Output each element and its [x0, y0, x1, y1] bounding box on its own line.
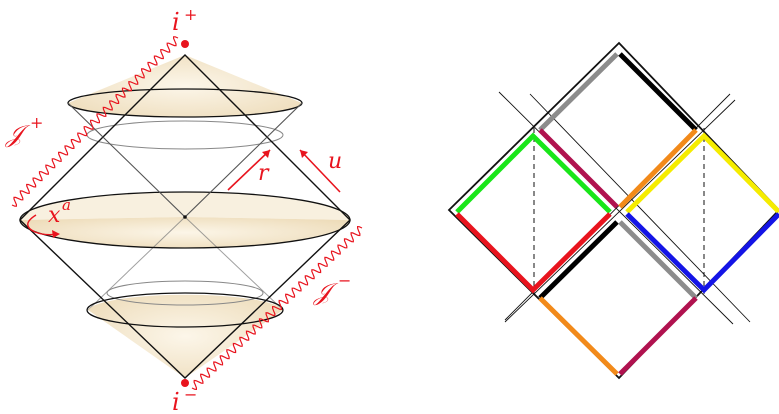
bottom-inner-ellipse: [106, 280, 264, 306]
r-label: r: [258, 161, 270, 186]
bottom-ellipse: [86, 292, 284, 328]
segment-maroon-bottom: [618, 296, 698, 376]
segment-gray-top: [538, 52, 619, 132]
xa-curve-arrow: [27, 214, 59, 236]
u-label: u: [328, 149, 342, 174]
segment-black-top: [618, 52, 698, 132]
x-label: x: [48, 203, 61, 228]
penrose-diamond-outline: [18, 54, 352, 379]
segment-blue-right: [625, 212, 779, 294]
segment-yellow-right: [625, 132, 779, 214]
r-arrow: [227, 149, 271, 191]
scri-plus-sup: +: [30, 113, 43, 132]
scri-minus-sup: −: [338, 271, 351, 290]
u-arrow: [299, 149, 341, 193]
segment-black-bottom: [538, 220, 619, 300]
upper-cone: [68, 55, 302, 117]
outer-diamond: [447, 41, 779, 380]
i-minus-sup: −: [184, 385, 197, 404]
scri-plus-label: 𝒥: [5, 120, 31, 148]
penrose-diagram: [447, 41, 779, 380]
scri-minus-wave: [191, 225, 363, 391]
light-cone-diagram: i + i − 𝒥 + 𝒥 − r u x a: [5, 5, 363, 414]
i-minus-label: i: [172, 388, 180, 414]
segment-maroon-top: [538, 128, 619, 209]
segment-red-left: [455, 212, 612, 294]
x-sup: a: [62, 196, 71, 214]
r-arrow-head: [262, 150, 270, 158]
i-plus-sup: +: [184, 5, 197, 24]
i-minus-point: [181, 379, 189, 387]
scri-minus-label: 𝒥: [313, 278, 339, 306]
scri-plus-wave: [11, 36, 179, 207]
middle-cone-top: [20, 192, 350, 220]
u-arrow-head: [300, 150, 308, 158]
segment-orange-bottom: [538, 296, 619, 376]
origin-point: [183, 215, 187, 219]
i-plus-point: [181, 40, 189, 48]
segment-orange-top: [618, 128, 698, 209]
xa-arrow-head: [52, 230, 60, 238]
segment-green-left: [455, 132, 612, 214]
i-plus-label: i: [172, 8, 180, 36]
top-inner-ellipse: [86, 120, 284, 150]
lower-cone: [88, 294, 283, 378]
middle-cone: [20, 217, 350, 248]
segment-gray-bottom: [618, 220, 698, 300]
